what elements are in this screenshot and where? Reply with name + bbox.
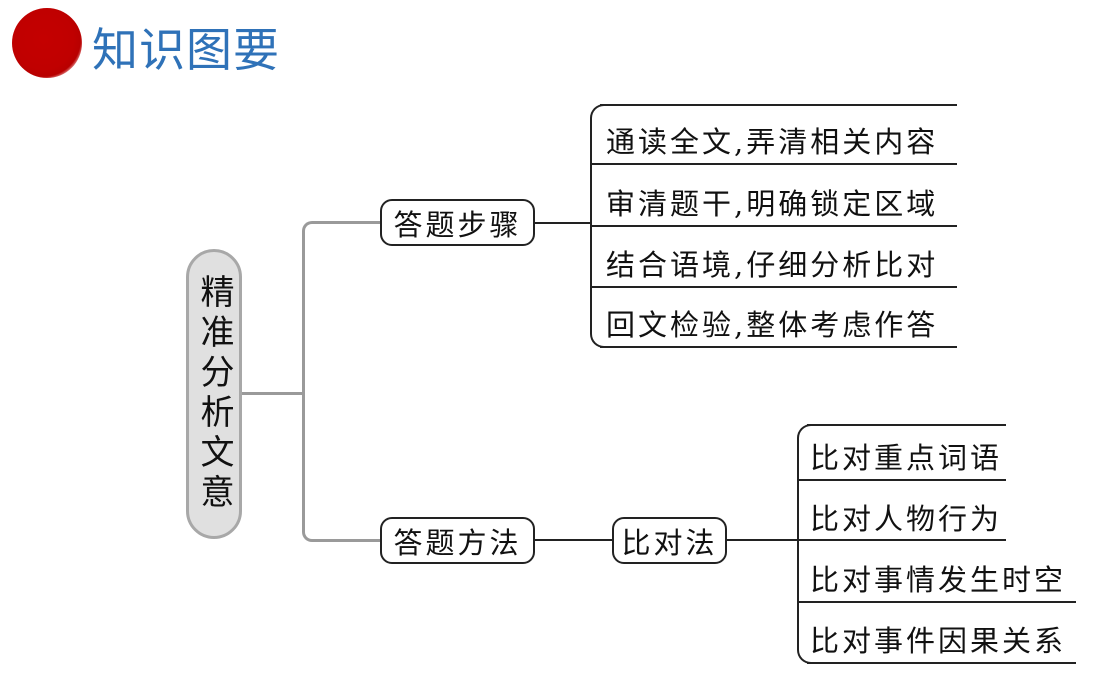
comparison-underline <box>807 662 1076 664</box>
step-item: 回文检验,整体考虑作答 <box>606 308 939 342</box>
comparison-item: 比对事情发生时空 <box>810 563 1067 597</box>
section-title: 知识图要 <box>92 23 280 77</box>
comparison-item: 比对事件因果关系 <box>810 624 1067 658</box>
step-item: 审清题干,明确锁定区域 <box>606 187 939 221</box>
root-node: 精准分析文意 <box>186 249 242 539</box>
steps-connector <box>535 222 591 224</box>
step-underline <box>591 225 957 227</box>
root-branch-bracket <box>302 221 382 542</box>
step-underline <box>600 346 957 348</box>
comparison-underline <box>798 601 1076 603</box>
branch-node-label: 答题步骤 <box>393 207 522 242</box>
branch-node-answer-methods: 答题方法 <box>380 517 535 564</box>
step-underline <box>591 163 957 165</box>
step-underline <box>591 286 957 288</box>
steps-top-line <box>600 104 957 106</box>
logo-red-circle-icon <box>12 8 82 78</box>
comparison-underline <box>798 479 1006 481</box>
root-node-label: 精准分析文意 <box>194 274 234 514</box>
step-item: 结合语境,仔细分析比对 <box>606 248 939 282</box>
sub-node-comparison-method: 比对法 <box>612 517 727 564</box>
comparison-connector <box>727 539 798 541</box>
root-connector <box>242 392 304 395</box>
step-item: 通读全文,弄清相关内容 <box>606 125 939 159</box>
branch-node-label: 答题方法 <box>393 525 522 560</box>
comparison-underline <box>798 539 1006 541</box>
sub-node-label: 比对法 <box>621 525 718 560</box>
comparison-item: 比对重点词语 <box>810 441 1003 475</box>
comparison-item: 比对人物行为 <box>810 502 1003 536</box>
methods-connector <box>535 539 613 541</box>
comparison-top-line <box>807 424 1006 426</box>
branch-node-answer-steps: 答题步骤 <box>380 199 535 246</box>
